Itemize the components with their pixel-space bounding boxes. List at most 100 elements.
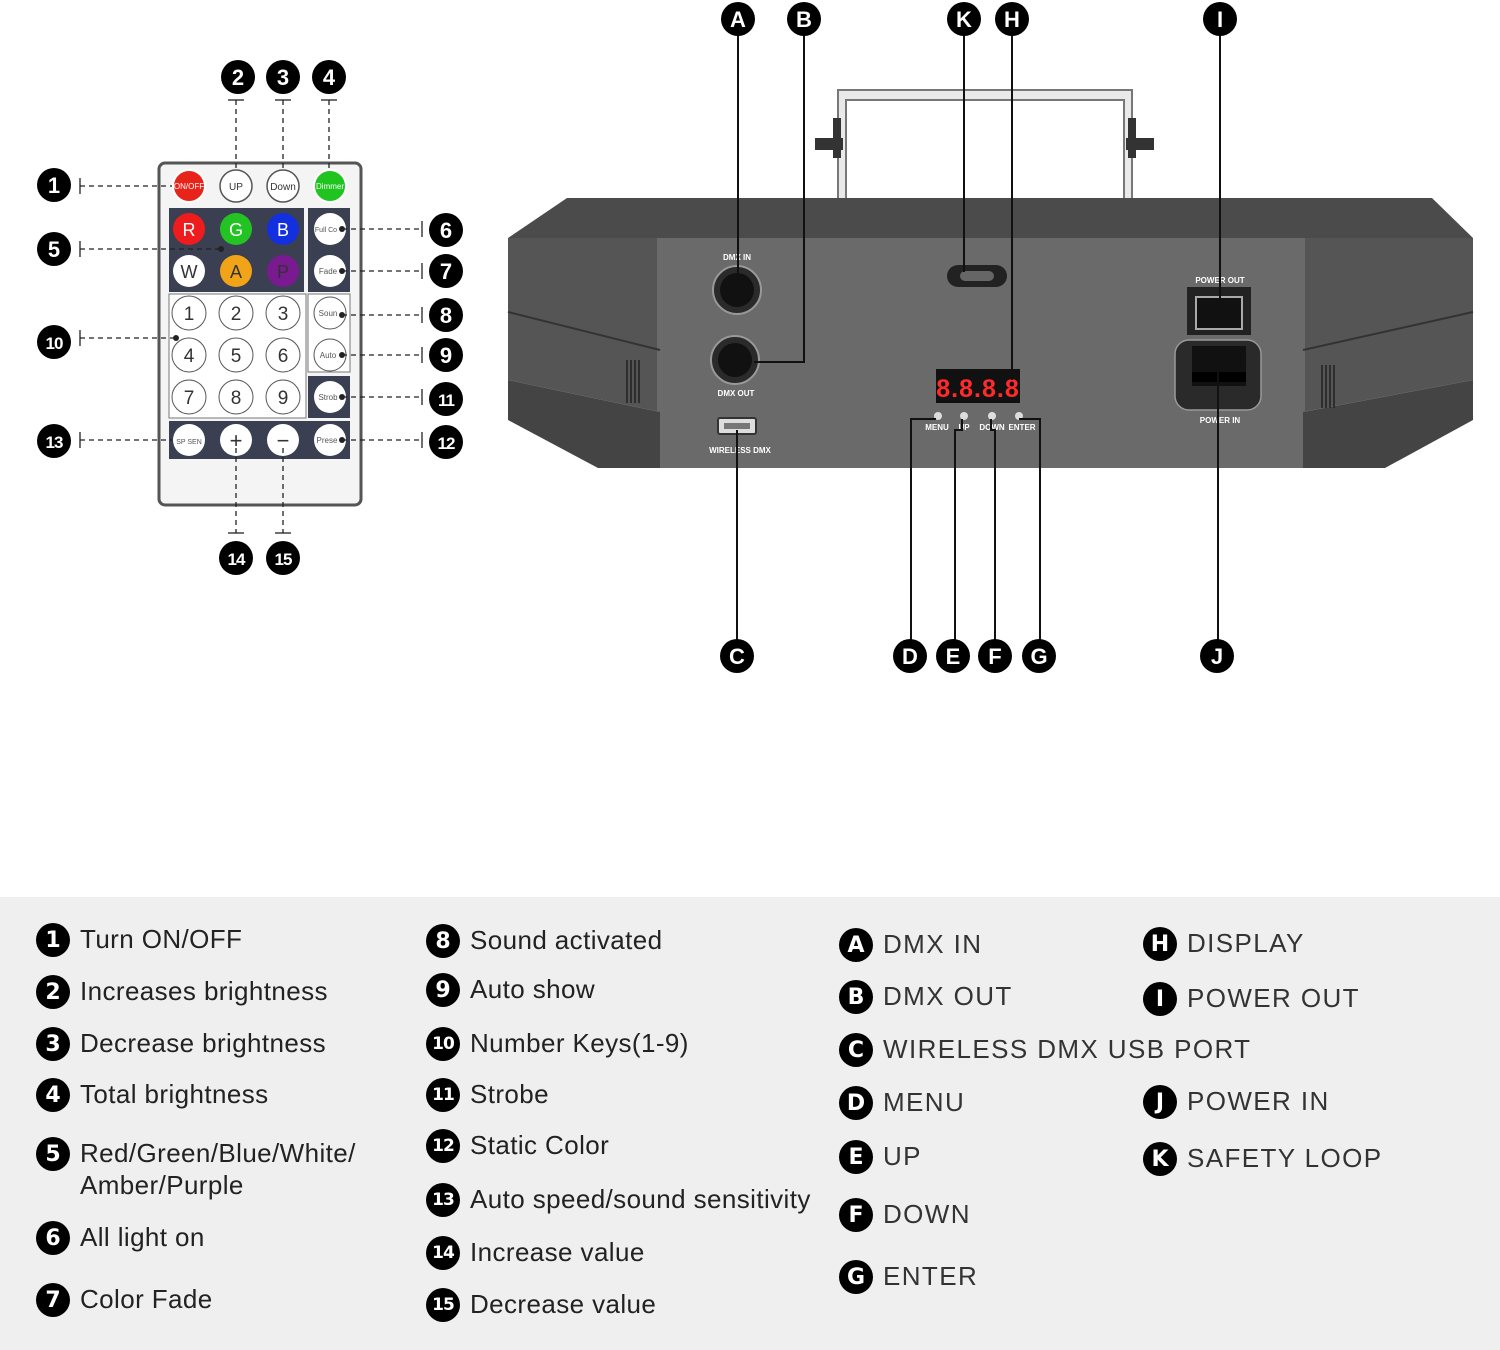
- badge: A: [839, 928, 873, 962]
- red-button[interactable]: [173, 213, 205, 245]
- callout-e: E: [946, 644, 961, 669]
- badge: H: [1143, 927, 1177, 961]
- plus-button[interactable]: [220, 424, 252, 456]
- number-4-label: 4: [184, 346, 195, 367]
- badge: B: [839, 980, 873, 1014]
- full-color-button[interactable]: [314, 213, 346, 245]
- number-1-button[interactable]: [171, 295, 207, 331]
- minus-button[interactable]: [267, 424, 299, 456]
- legend-text: WIRELESS DMX USB PORT: [883, 1034, 1252, 1064]
- number-8-button[interactable]: [218, 379, 254, 415]
- legend-item-9: 9 Auto show: [426, 973, 595, 1007]
- number-2-button[interactable]: [218, 295, 254, 331]
- dimmer-button[interactable]: [313, 169, 347, 203]
- auto-label: Auto: [320, 351, 337, 360]
- legend-text: DMX OUT: [883, 981, 1013, 1011]
- badge: 4: [36, 1078, 70, 1112]
- power-in-label: POWER IN: [1200, 416, 1241, 425]
- legend-item-g: G ENTER: [839, 1260, 978, 1294]
- white-button[interactable]: [173, 255, 205, 287]
- right-vent: [1321, 365, 1335, 408]
- remote-callout-lines: [80, 100, 422, 533]
- callout-15: 15: [275, 550, 292, 569]
- badge: K: [1143, 1142, 1177, 1176]
- legend-item-h: H DISPLAY: [1143, 927, 1305, 961]
- purple-label: P: [277, 262, 289, 282]
- legend-text: Number Keys(1-9): [470, 1028, 689, 1058]
- amber-button[interactable]: [220, 255, 252, 287]
- number-3-button[interactable]: [265, 295, 301, 331]
- up-panel-label: UP: [958, 423, 970, 432]
- legend-item-c: C WIRELESS DMX USB PORT: [839, 1033, 1251, 1067]
- badge: 8: [426, 924, 460, 958]
- display-readout: 8.8.8.8: [936, 375, 1019, 403]
- legend-text: Total brightness: [80, 1079, 269, 1109]
- onoff-button[interactable]: [172, 169, 206, 203]
- callout-h: H: [1004, 7, 1020, 32]
- up-panel-button[interactable]: [960, 412, 968, 420]
- sp-sen-button[interactable]: [173, 424, 205, 456]
- legend-item-i: I POWER OUT: [1143, 982, 1360, 1016]
- down-button[interactable]: [266, 169, 300, 203]
- legend-item-4: 4 Total brightness: [36, 1078, 269, 1112]
- callout-11: 11: [438, 391, 455, 410]
- badge: 1: [36, 923, 70, 957]
- callout-i: I: [1217, 7, 1223, 32]
- preset-button[interactable]: [314, 424, 346, 456]
- number-9-button[interactable]: [265, 379, 301, 415]
- legend-item-3: 3 Decrease brightness: [36, 1027, 326, 1061]
- blue-button[interactable]: [267, 213, 299, 245]
- badge: E: [839, 1140, 873, 1174]
- legend-item-j: J POWER IN: [1143, 1085, 1330, 1119]
- number-7-button[interactable]: [171, 379, 207, 415]
- legend-text: POWER IN: [1187, 1086, 1330, 1116]
- badge: F: [839, 1198, 873, 1232]
- legend-item-15: 15 Decrease value: [426, 1288, 656, 1322]
- menu-panel-label: MENU: [925, 423, 949, 432]
- number-6-button[interactable]: [265, 337, 301, 373]
- legend-item-2: 2 Increases brightness: [36, 975, 328, 1009]
- badge: 3: [36, 1027, 70, 1061]
- strobe-button[interactable]: [314, 381, 346, 413]
- legend-panel: 1 Turn ON/OFF 2 Increases brightness 3 D…: [0, 897, 1500, 1350]
- badge: 6: [36, 1221, 70, 1255]
- legend-text: DMX IN: [883, 929, 983, 959]
- legend-item-1: 1 Turn ON/OFF: [36, 923, 242, 957]
- device-callout-lines: [736, 35, 1221, 640]
- sound-label: Soun: [319, 309, 338, 318]
- legend-item-k: K SAFETY LOOP: [1143, 1142, 1383, 1176]
- down-panel-button[interactable]: [988, 412, 996, 420]
- legend-text: Increase value: [470, 1237, 645, 1267]
- badge: 9: [426, 973, 460, 1007]
- callout-b: B: [796, 7, 812, 32]
- number-6-label: 6: [278, 346, 289, 367]
- callout-4: 4: [323, 65, 336, 90]
- callout-8: 8: [440, 303, 452, 328]
- sound-button[interactable]: [313, 296, 347, 330]
- purple-button[interactable]: [267, 255, 299, 287]
- legend-text: Turn ON/OFF: [80, 924, 243, 954]
- dmx-out-label: DMX OUT: [718, 389, 755, 398]
- number-7-label: 7: [184, 388, 195, 409]
- number-5-button[interactable]: [218, 337, 254, 373]
- callout-9: 9: [440, 343, 452, 368]
- number-4-button[interactable]: [171, 337, 207, 373]
- callout-f: F: [988, 644, 1001, 669]
- down-label: Down: [270, 182, 296, 193]
- legend-text: MENU: [883, 1087, 966, 1117]
- white-label: W: [181, 262, 198, 282]
- green-button[interactable]: [220, 213, 252, 245]
- up-button[interactable]: [219, 169, 253, 203]
- remote-callout-ticks: [79, 99, 423, 534]
- legend-item-10: 10 Number Keys(1-9): [426, 1027, 689, 1061]
- legend-text: POWER OUT: [1187, 983, 1360, 1013]
- fade-button[interactable]: [314, 255, 346, 287]
- number-9-label: 9: [278, 388, 289, 409]
- badge: 15: [426, 1288, 460, 1322]
- badge: C: [839, 1033, 873, 1067]
- callout-13: 13: [46, 433, 63, 452]
- full-color-label: Full Co: [315, 227, 337, 234]
- legend-item-14: 14 Increase value: [426, 1236, 645, 1270]
- plus-label: +: [230, 428, 243, 453]
- badge: G: [839, 1260, 873, 1294]
